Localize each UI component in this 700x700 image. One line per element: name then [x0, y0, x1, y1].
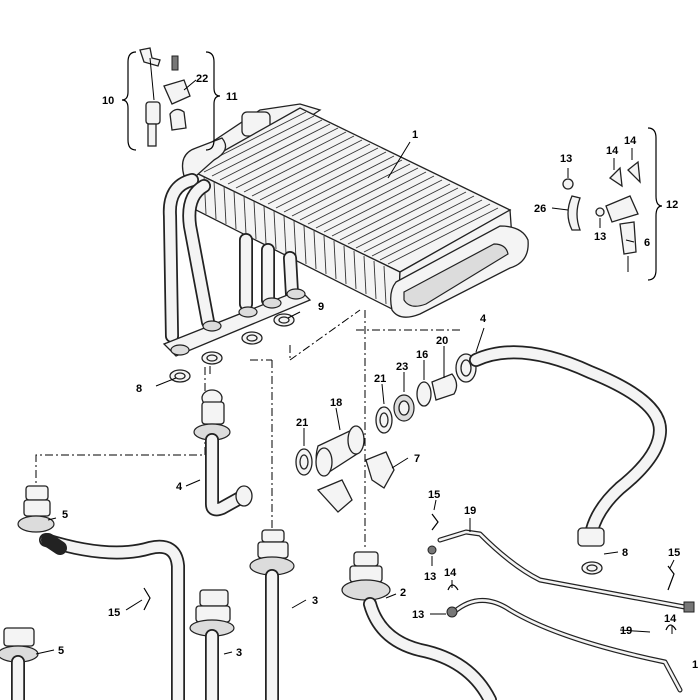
pipe-2	[341, 551, 497, 700]
label-part-15-mid: 15	[428, 489, 440, 501]
label-part-5-bottom: 5	[58, 645, 64, 657]
connector-parts	[295, 353, 477, 477]
label-part-11: 11	[226, 91, 238, 103]
label-part-2: 2	[400, 587, 406, 599]
label-part-18: 18	[330, 397, 342, 409]
label-part-8-right: 8	[622, 547, 628, 559]
heat-exchanger-fins	[195, 111, 499, 265]
label-part-1-edge: 1	[692, 659, 698, 671]
fitting-group-12	[562, 160, 641, 272]
label-part-10: 10	[102, 95, 114, 107]
label-part-9: 9	[318, 301, 324, 313]
label-part-26: 26	[534, 203, 546, 215]
label-part-13-low-b: 13	[412, 609, 424, 621]
label-part-15-right: 15	[668, 547, 680, 559]
alignment-lines	[35, 309, 460, 550]
label-part-12: 12	[666, 199, 678, 211]
label-part-13-mid: 13	[594, 231, 606, 243]
bottom-left-connectors	[0, 589, 235, 700]
seal-rings-9	[169, 313, 295, 383]
label-part-19-bottom: 19	[620, 625, 632, 637]
label-part-15-left: 15	[108, 607, 120, 619]
label-part-1: 1	[412, 129, 418, 141]
sensor-group	[139, 47, 191, 147]
label-part-7: 7	[414, 453, 420, 465]
pipe-4-right	[469, 345, 667, 575]
label-part-6: 6	[644, 237, 650, 249]
pipe-4-left	[193, 389, 253, 517]
label-part-14-low-b: 14	[664, 613, 677, 625]
label-part-5-top: 5	[62, 509, 68, 521]
label-part-21-left: 21	[296, 417, 308, 429]
label-part-19-top: 19	[464, 505, 476, 517]
pipe-5-left	[17, 485, 185, 700]
heat-exchanger-front-fins	[203, 175, 387, 305]
label-part-14-top-b: 14	[624, 135, 637, 147]
label-part-23: 23	[396, 361, 408, 373]
label-part-3-left: 3	[236, 647, 242, 659]
clips-7	[316, 451, 395, 513]
label-part-16: 16	[416, 349, 428, 361]
label-part-22: 22	[196, 73, 208, 85]
group-brackets	[121, 51, 663, 281]
part-labels: 1 9 10 11 22 8 12 13 14 14 26 13 6 4 20 …	[58, 73, 698, 671]
leader-lines	[35, 79, 675, 655]
pipe-3-centre	[249, 529, 295, 700]
heat-exchanger	[162, 103, 529, 357]
label-part-14-top-a: 14	[606, 145, 619, 157]
label-part-8-left: 8	[136, 383, 142, 395]
label-part-14-low-a: 14	[444, 567, 457, 579]
thin-tubes-19	[427, 529, 695, 693]
label-part-4-right: 4	[480, 313, 487, 325]
label-part-3-centre: 3	[312, 595, 318, 607]
label-part-20: 20	[436, 335, 448, 347]
label-part-13-low-a: 13	[424, 571, 436, 583]
label-part-4-left: 4	[176, 481, 183, 493]
label-part-21-right: 21	[374, 373, 386, 385]
label-part-13-top: 13	[560, 153, 572, 165]
